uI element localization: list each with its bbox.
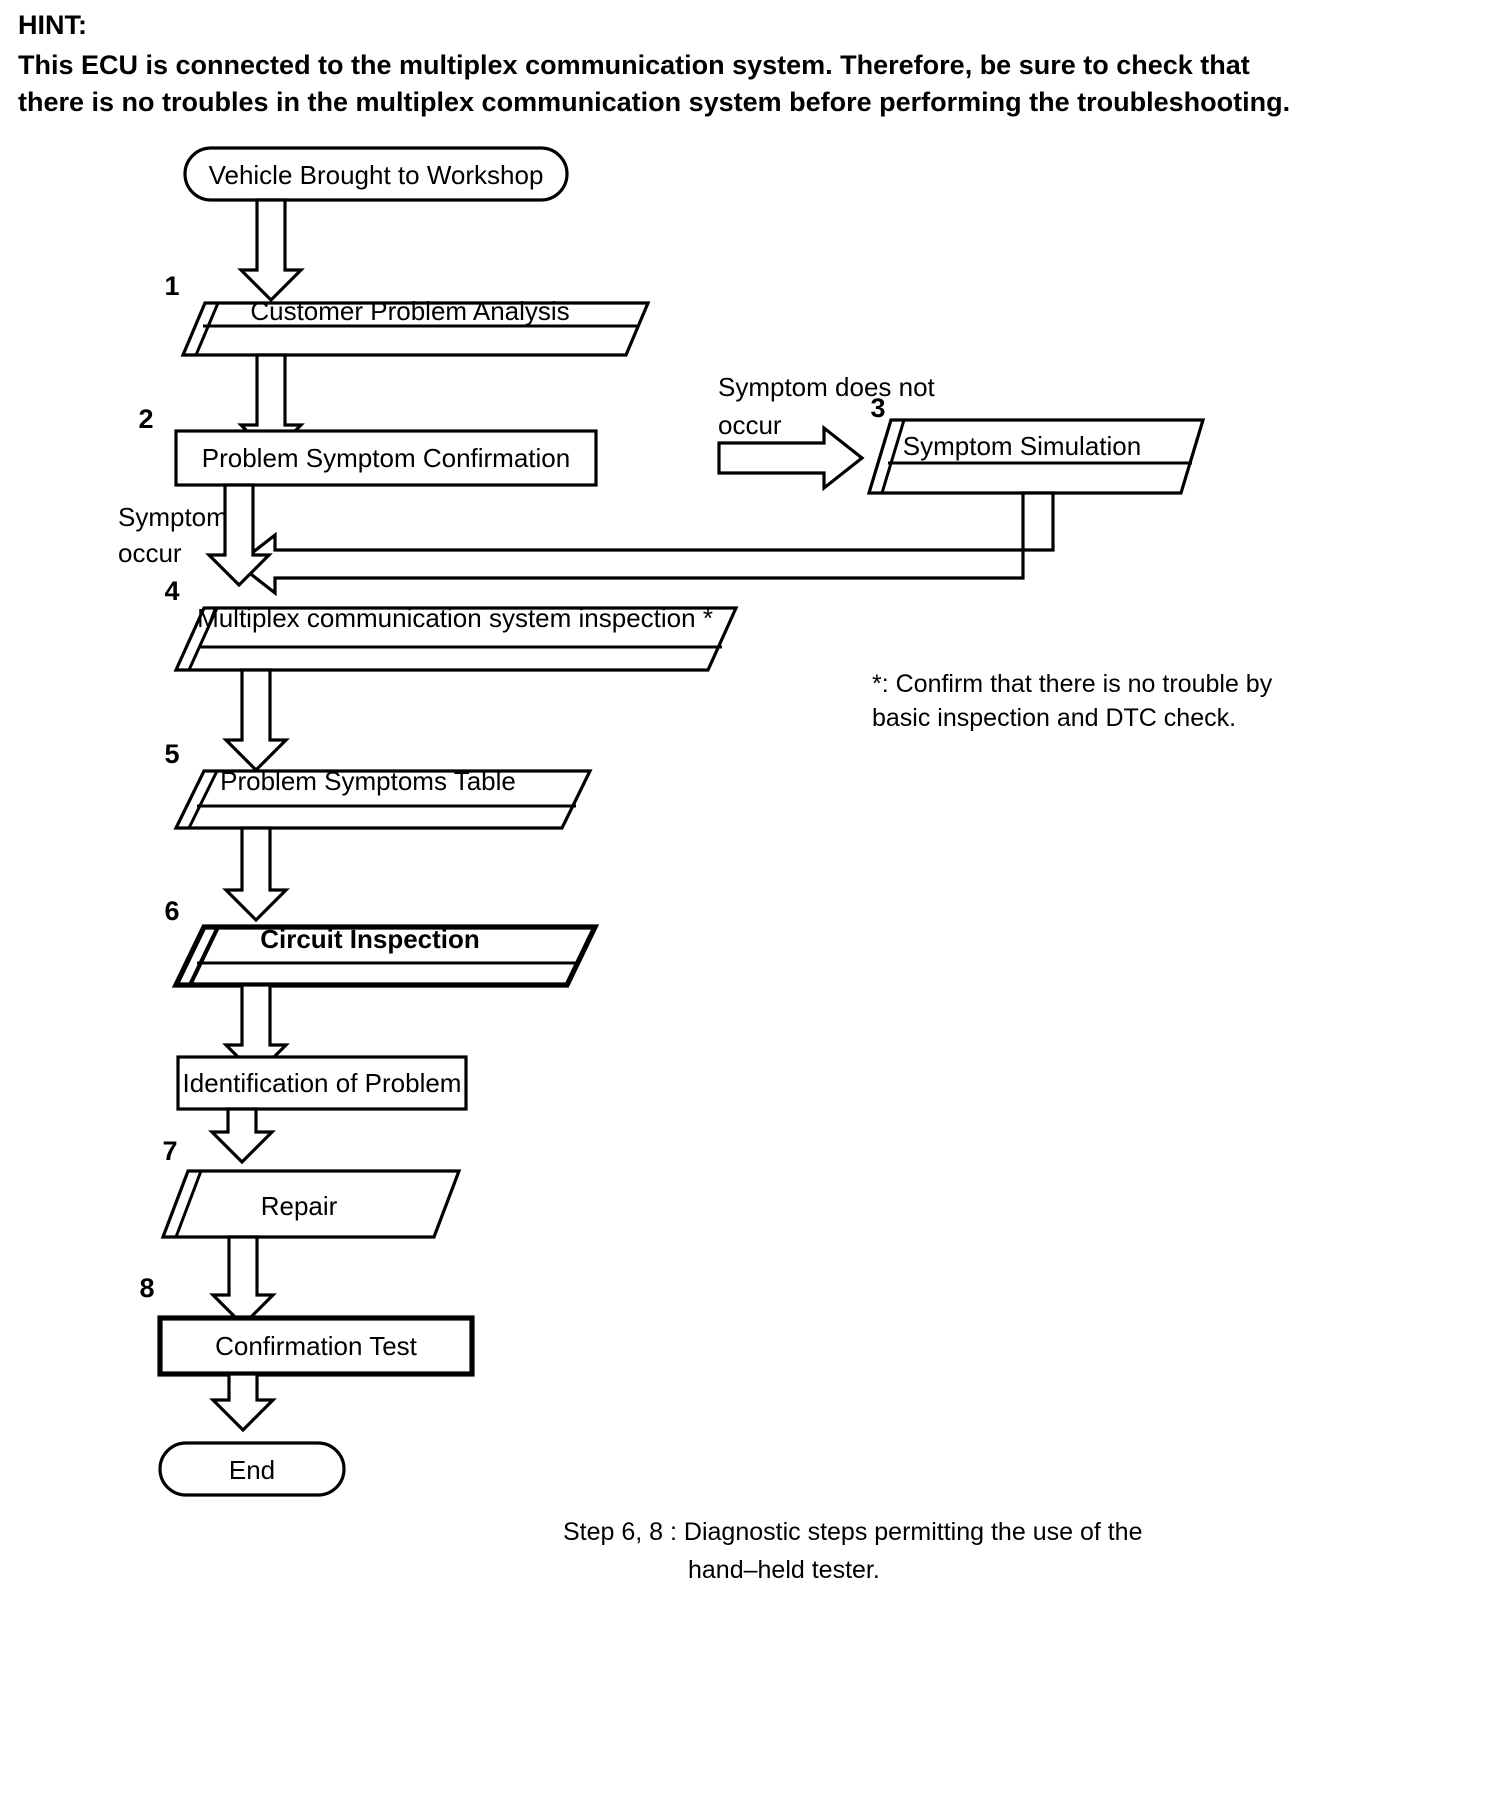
step-number: 6: [164, 896, 179, 926]
node-1-inner-edge: [194, 302, 220, 356]
node-6: 6 Circuit Inspection: [164, 896, 600, 988]
node-6-label: Circuit Inspection: [260, 924, 480, 954]
down-arrow-icon: [208, 1107, 276, 1165]
down-arrow-icon: [209, 1235, 277, 1328]
footer-line1: Step 6, 8 : Diagnostic steps permitting …: [563, 1518, 1143, 1546]
node-2-label: Problem Symptom Confirmation: [202, 443, 570, 473]
node-2-shape: [174, 429, 598, 487]
node-5-inner-edge: [187, 770, 219, 829]
step-number: 5: [164, 739, 179, 769]
node-3-label: Symptom Simulation: [903, 431, 1141, 461]
node-5-label: Problem Symptoms Table: [220, 766, 516, 796]
node-4-inner-edge: [187, 607, 219, 671]
node-6-inner-edge: [188, 926, 220, 986]
node-1-shape: [180, 301, 651, 357]
arrow-8-to-end: [209, 1372, 277, 1433]
arrow-identification-to-7: [208, 1107, 276, 1165]
node-identification: Identification of Problem: [176, 1055, 468, 1111]
arrow-2-to-4: [205, 483, 273, 588]
step-number: 4: [164, 576, 179, 606]
branch-down-line1: Symptom: [118, 502, 228, 532]
step-number: 3: [870, 393, 885, 423]
end-shape: [158, 1441, 346, 1497]
footer-note: Step 6, 8 : Diagnostic steps permitting …: [563, 1518, 1143, 1584]
arrow-2-to-3: [717, 424, 865, 492]
identification-shape: [176, 1055, 468, 1111]
end-label: End: [229, 1455, 275, 1485]
right-arrow-icon: [717, 424, 865, 492]
arrow-4-to-5: [222, 668, 290, 773]
arrow-5-to-6: [222, 826, 290, 923]
step-number: 7: [162, 1136, 177, 1166]
step-number: 2: [138, 404, 153, 434]
node-6-shape: [171, 924, 600, 988]
down-arrow-icon: [222, 668, 290, 773]
branch-down-line2: occur: [118, 538, 182, 568]
node-7-inner-edge: [174, 1170, 203, 1238]
down-arrow-icon: [237, 198, 305, 303]
step-number: 8: [139, 1273, 154, 1303]
branch-label-down: Symptom occur: [118, 502, 228, 568]
identification-label: Identification of Problem: [183, 1068, 462, 1098]
down-arrow-icon: [205, 483, 273, 588]
down-arrow-icon: [222, 826, 290, 923]
start-label: Vehicle Brought to Workshop: [209, 160, 544, 190]
asterisk-note-line2: basic inspection and DTC check.: [872, 704, 1236, 732]
branch-right-line2: occur: [718, 410, 782, 440]
arrow-start-to-1: [237, 198, 305, 303]
node-2: 2 Problem Symptom Confirmation: [138, 404, 598, 487]
node-start: Vehicle Brought to Workshop: [183, 146, 569, 202]
asterisk-note-line1: *: Confirm that there is no trouble by: [872, 670, 1273, 698]
left-arrow-icon: [235, 491, 1055, 597]
node-4-label: Multiplex communication system inspectio…: [197, 603, 713, 633]
node-7-label: Repair: [261, 1191, 338, 1221]
footer-line2: hand–held tester.: [688, 1556, 880, 1584]
hint-title: HINT:: [18, 10, 87, 40]
node-5-shape: [173, 769, 593, 830]
node-7-shape: [160, 1169, 462, 1239]
arrow-7-to-8: [209, 1235, 277, 1328]
node-1: 1 Customer Problem Analysis: [164, 271, 651, 357]
step-number: 1: [164, 271, 179, 301]
node-3-inner-edge: [880, 419, 906, 494]
start-shape: [183, 146, 569, 202]
down-arrow-icon: [209, 1372, 277, 1433]
branch-right-line1: Symptom does not: [718, 372, 936, 402]
hint-block: HINT: This ECU is connected to the multi…: [18, 6, 1308, 121]
asterisk-note: *: Confirm that there is no trouble by b…: [872, 670, 1273, 732]
node-1-label: Customer Problem Analysis: [250, 296, 569, 326]
node-8: 8 Confirmation Test: [139, 1273, 475, 1377]
node-8-label: Confirmation Test: [215, 1331, 418, 1361]
branch-label-right: Symptom does not occur: [718, 372, 936, 440]
hint-body: This ECU is connected to the multiplex c…: [18, 50, 1291, 117]
node-4-shape: [173, 606, 739, 672]
feedback-loop-3-to-4: [235, 491, 1055, 597]
node-3-shape: [866, 418, 1206, 495]
node-4: 4 Multiplex communication system inspect…: [164, 576, 739, 672]
node-3: 3 Symptom Simulation: [866, 393, 1206, 495]
node-7: 7 Repair: [160, 1136, 462, 1239]
node-5: 5 Problem Symptoms Table: [164, 739, 593, 830]
node-8-shape: [157, 1315, 475, 1377]
node-end: End: [158, 1441, 346, 1497]
